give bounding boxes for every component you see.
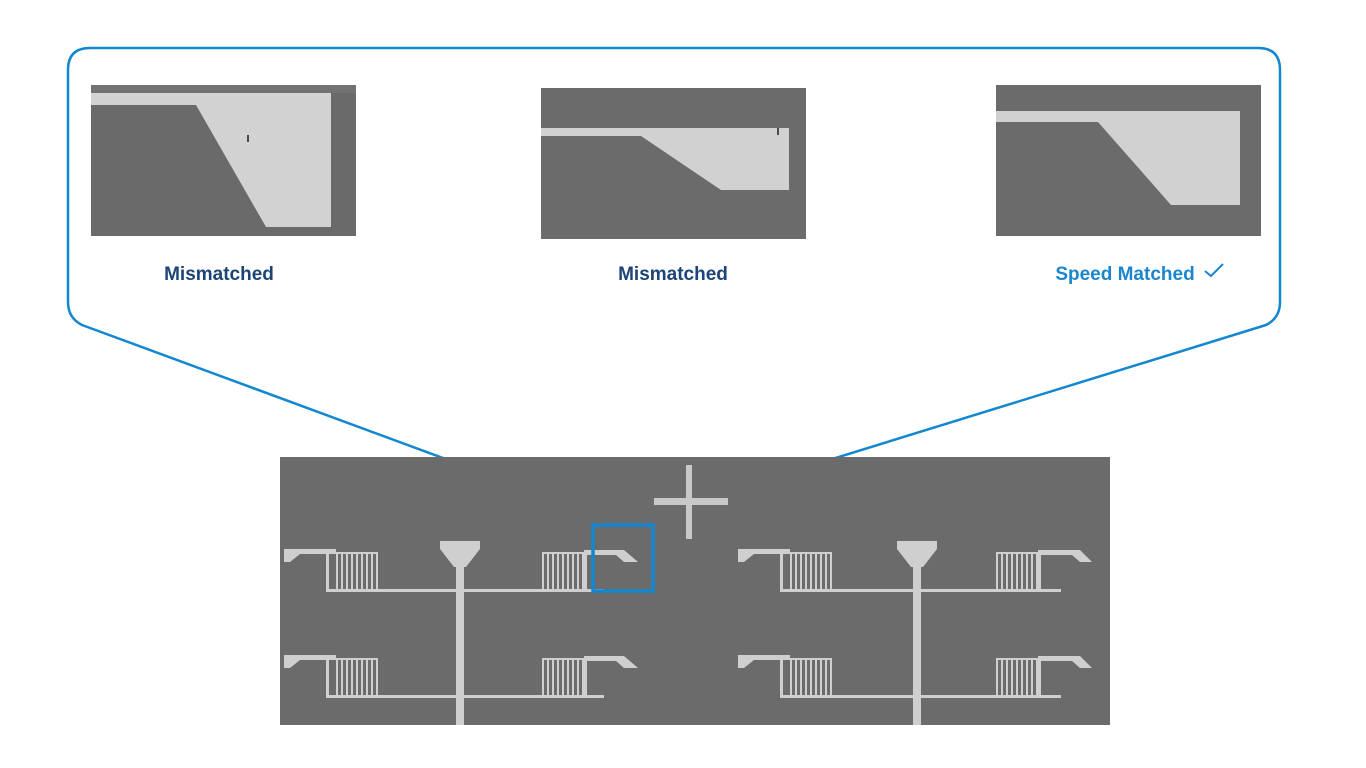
device-row-top: [284, 549, 1092, 592]
micrograph-panel-2: [541, 88, 806, 239]
meander-resistor: [996, 552, 1038, 590]
caption-panel-3-label: Speed Matched: [1055, 264, 1195, 285]
meander-resistor: [790, 658, 832, 696]
meander-resistor: [996, 658, 1038, 696]
vertical-bus-right: [897, 541, 937, 725]
checkmark-icon: [1203, 260, 1225, 286]
trace-pad-shape: [91, 93, 331, 227]
meander-resistor: [790, 552, 832, 590]
trace-pad-shape: [541, 128, 789, 190]
meander-resistor: [336, 658, 378, 696]
micrograph-panel-3: [996, 85, 1261, 236]
device-row-bottom: [284, 655, 1092, 698]
callout-frame: [66, 46, 1282, 526]
meander-resistor: [542, 552, 584, 590]
vertical-bus-left: [440, 541, 480, 725]
meander-resistor: [542, 658, 584, 696]
caption-panel-3: Speed Matched: [1020, 262, 1260, 288]
meander-resistor: [336, 552, 378, 590]
caption-panel-2: Mismatched: [618, 264, 728, 285]
micrograph-panel-1: [91, 85, 356, 236]
caption-panel-1: Mismatched: [164, 264, 274, 285]
zoom-region-box: [591, 523, 655, 593]
wafer-layout-image: [280, 457, 1110, 725]
alignment-cross-mark: [654, 465, 728, 539]
trace-pad-shape: [996, 111, 1240, 205]
